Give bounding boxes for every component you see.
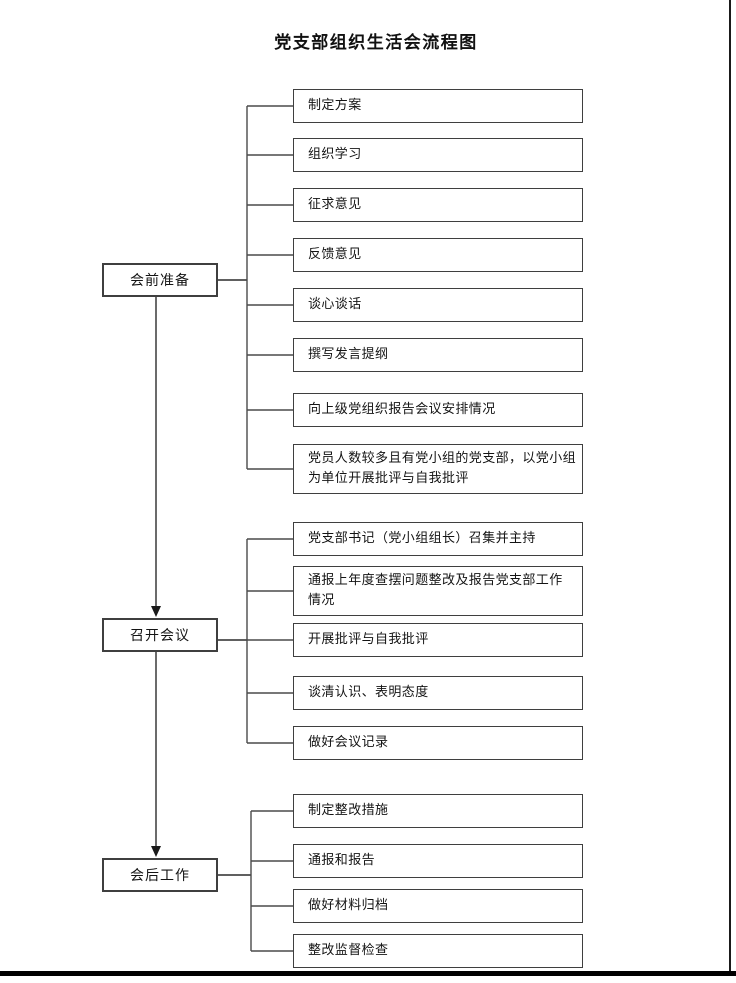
- step-box: 反馈意见: [293, 238, 583, 272]
- step-box: 党员人数较多且有党小组的党支部，以党小组 为单位开展批评与自我批评: [293, 444, 583, 494]
- step-box: 组织学习: [293, 138, 583, 172]
- stage-box-hold-meeting: 召开会议: [102, 618, 218, 652]
- step-box: 开展批评与自我批评: [293, 623, 583, 657]
- step-box: 党支部书记（党小组组长）召集并主持: [293, 522, 583, 556]
- step-box: 通报和报告: [293, 844, 583, 878]
- step-box: 向上级党组织报告会议安排情况: [293, 393, 583, 427]
- stage-label: 会后工作: [130, 868, 190, 884]
- step-box: 做好材料归档: [293, 889, 583, 923]
- arrow-down-icon: [151, 846, 161, 857]
- step-box: 谈清认识、表明态度: [293, 676, 583, 710]
- page-bottom-edge: [0, 971, 736, 976]
- arrow-down-icon: [151, 606, 161, 617]
- page-right-border: [729, 0, 731, 971]
- step-box: 做好会议记录: [293, 726, 583, 760]
- stage-label: 会前准备: [130, 273, 190, 289]
- step-box: 制定方案: [293, 89, 583, 123]
- step-box: 征求意见: [293, 188, 583, 222]
- step-box: 整改监督检查: [293, 934, 583, 968]
- step-box: 制定整改措施: [293, 794, 583, 828]
- stage-box-post-meeting: 会后工作: [102, 858, 218, 892]
- step-box: 谈心谈话: [293, 288, 583, 322]
- stage-box-pre-meeting: 会前准备: [102, 263, 218, 297]
- page-title: 党支部组织生活会流程图: [274, 33, 478, 53]
- step-box: 撰写发言提纲: [293, 338, 583, 372]
- stage-label: 召开会议: [130, 628, 190, 644]
- step-box: 通报上年度查摆问题整改及报告党支部工作 情况: [293, 566, 583, 616]
